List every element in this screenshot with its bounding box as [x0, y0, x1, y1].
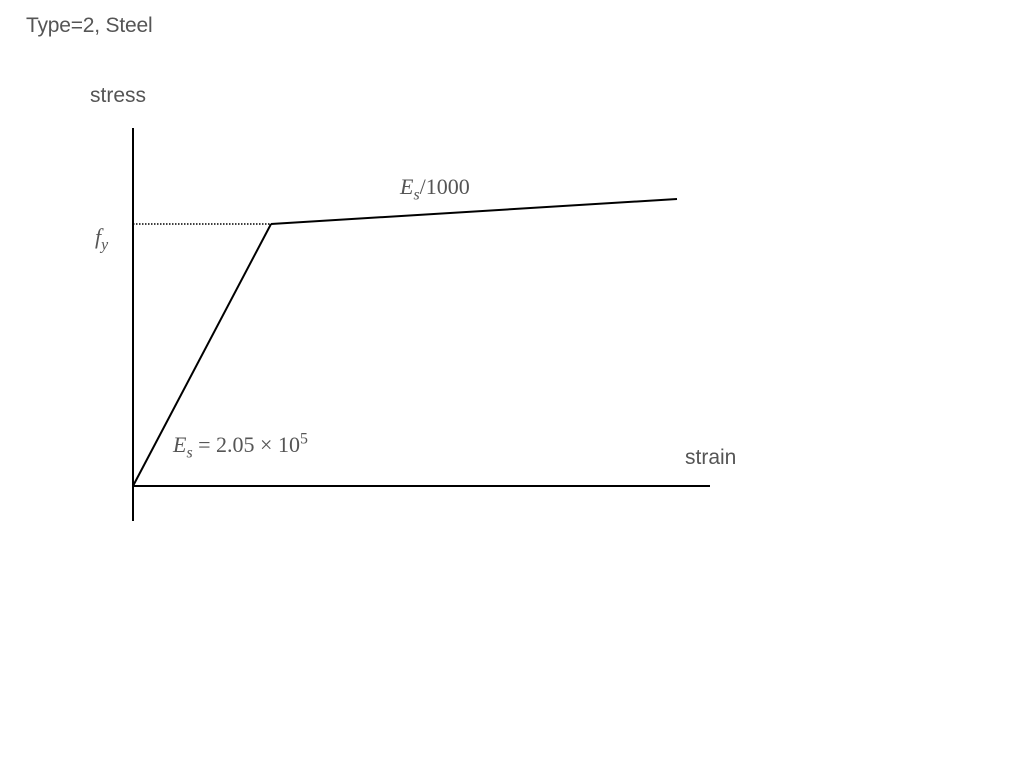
yield-subscript: y — [101, 236, 109, 254]
yield-stress-label: fy — [95, 224, 108, 253]
modulus-symbol: E — [173, 432, 187, 457]
hardening-symbol: E — [400, 174, 414, 199]
hardening-branch — [270, 198, 678, 225]
modulus-value: = 2.05 × 10 — [192, 432, 300, 457]
elastic-branch — [132, 223, 272, 487]
elastic-modulus-label: Es = 2.05 × 105 — [173, 430, 308, 461]
yield-symbol: f — [95, 224, 102, 249]
diagram-title: Type=2, Steel — [26, 14, 153, 37]
hardening-ratio: /1000 — [419, 174, 470, 199]
modulus-subscript: s — [186, 444, 193, 462]
hardening-slope-label: Es/1000 — [400, 174, 470, 203]
stress-axis-label: stress — [90, 84, 147, 107]
hardening-subscript: s — [413, 186, 420, 204]
modulus-exponent: 5 — [299, 430, 308, 448]
strain-axis-label: strain — [685, 446, 737, 469]
